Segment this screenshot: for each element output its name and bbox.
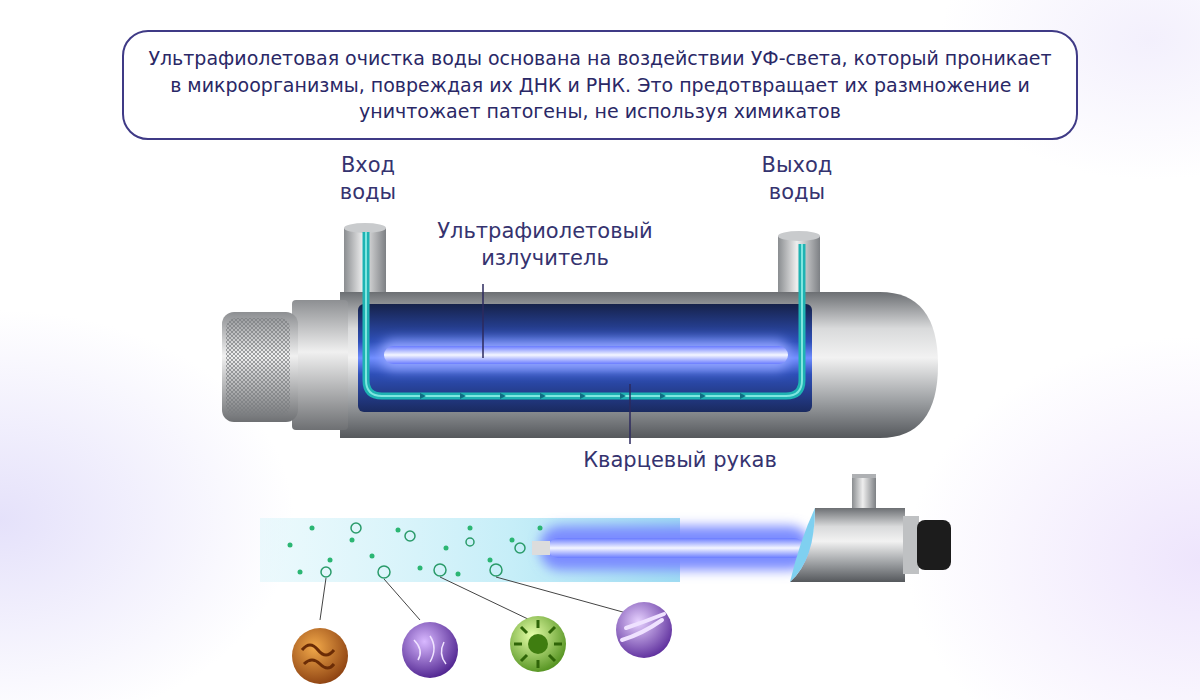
part-label: Ультрафиолетовый излучитель: [410, 218, 680, 273]
leader-line: [482, 284, 484, 358]
part-label: Вход воды: [313, 152, 423, 207]
part-label: Кварцевый рукав: [583, 447, 777, 474]
leader-line: [629, 384, 631, 444]
info-text: Ультрафиолетовая очистка воды основана н…: [146, 45, 1054, 125]
part-label: Выход воды: [737, 152, 857, 207]
water-flow-illustration: [260, 474, 951, 684]
info-box: Ультрафиолетовая очистка воды основана н…: [122, 30, 1078, 140]
